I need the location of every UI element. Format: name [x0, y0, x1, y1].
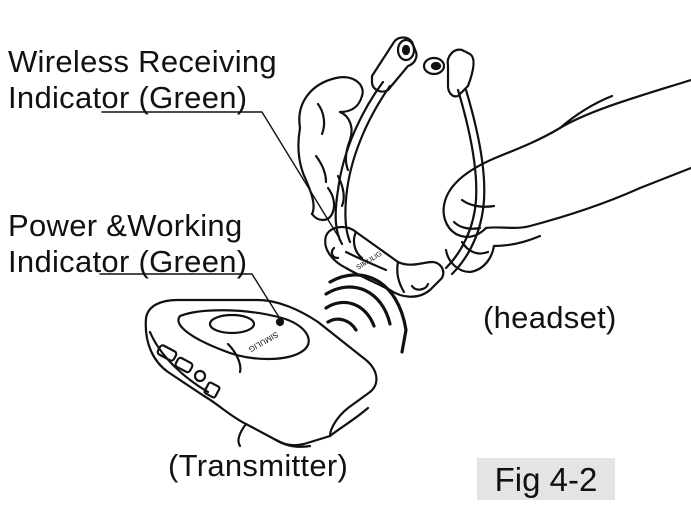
headset-right-cable [444, 88, 478, 270]
left-hand [297, 76, 364, 222]
transmitter: SIMULIG [144, 298, 378, 448]
power-indicator-label-line1: Power &Working [8, 208, 243, 243]
left-earbud [370, 36, 418, 93]
figure-label: Fig 4-2 [494, 461, 598, 498]
headset-caption: (headset) [483, 300, 617, 335]
right-hand [442, 78, 691, 274]
power-indicator-leader [99, 273, 283, 323]
wireless-indicator-label-line2: Indicator (Green) [8, 80, 248, 115]
headset-left-cable [334, 80, 385, 246]
transmitter-body [144, 298, 378, 447]
transmitter-brand-text: SIMULIG [247, 330, 280, 354]
headset-brand-text: SIMULIG [355, 250, 383, 271]
wireless-indicator-leader [101, 111, 339, 237]
power-indicator-label-line2: Indicator (Green) [8, 244, 248, 279]
headset-receiver-body [324, 226, 445, 298]
transmitter-port [203, 381, 221, 399]
wireless-signal-waves [324, 273, 408, 354]
transmitter-port [174, 356, 194, 374]
figure-label-background [477, 458, 615, 500]
transmitter-port [156, 344, 178, 362]
transmitter-top-oval [208, 313, 256, 335]
leader-lines [99, 111, 339, 323]
transmitter-caption: (Transmitter) [168, 448, 349, 483]
headset: SIMULIG [324, 36, 486, 298]
transmitter-jack [193, 369, 207, 383]
wireless-indicator-label-line1: Wireless Receiving [8, 44, 277, 79]
right-earbud [446, 48, 475, 98]
